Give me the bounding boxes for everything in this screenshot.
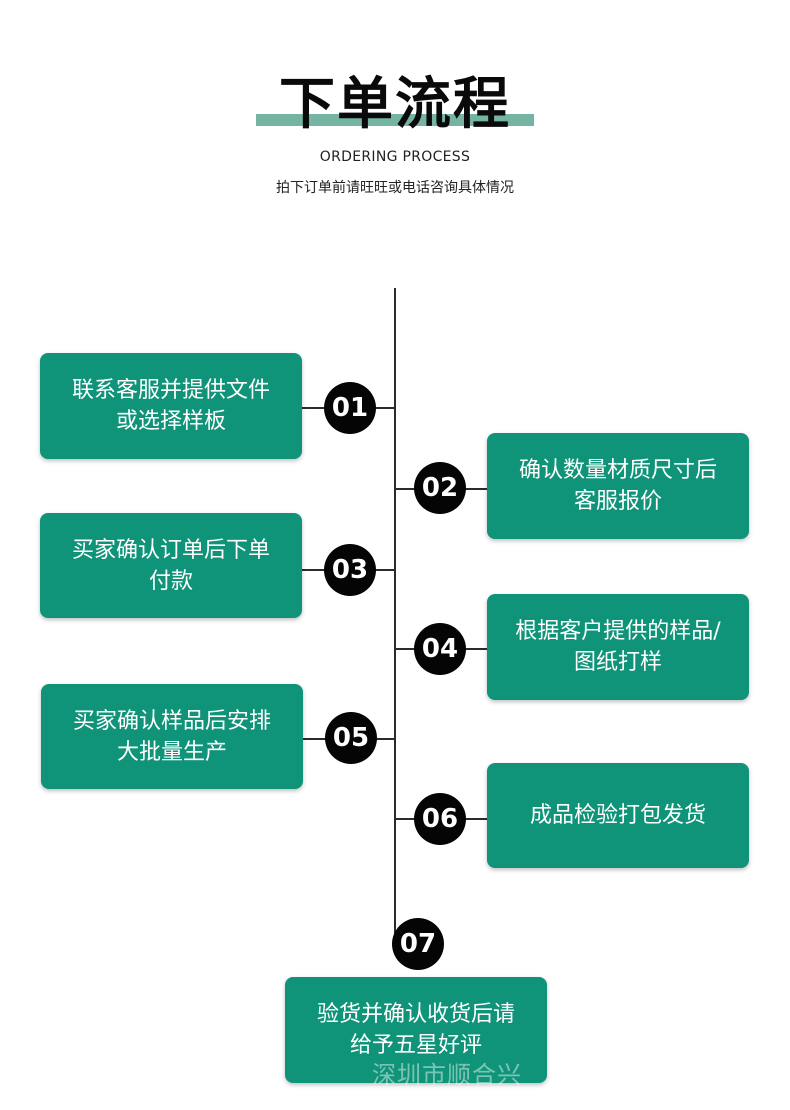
step-06-text: 成品检验打包发货 — [529, 803, 706, 828]
step-02-text: 确认数量材质尺寸后客服报价 — [518, 458, 717, 514]
page-subtitle-chinese: 拍下订单前请旺旺或电话咨询具体情况 — [276, 180, 514, 196]
step-07-card: 验货并确认收货后请给予五星好评 — [285, 977, 547, 1083]
step-06-card: 成品检验打包发货 — [487, 763, 749, 868]
step-06-number-badge: 06 — [414, 793, 466, 845]
timeline-vertical-line — [394, 288, 396, 938]
page-subtitle-english: ORDERING PROCESS — [319, 149, 471, 165]
page-title: 下单流程 — [279, 72, 511, 137]
step-05-text: 买家确认样品后安排大批量生产 — [72, 708, 271, 765]
step-04-number-badge: 04 — [414, 623, 466, 675]
step-03-number-badge: 03 — [324, 544, 376, 596]
step-01-number-badge: 01 — [324, 382, 376, 434]
step-05-card: 买家确认样品后安排大批量生产 — [41, 684, 303, 789]
step-07-text: 验货并确认收货后请给予五星好评 — [316, 1002, 515, 1058]
step-01-card: 联系客服并提供文件或选择样板 — [40, 353, 302, 459]
step-01-text: 联系客服并提供文件或选择样板 — [71, 378, 270, 434]
step-03-card: 买家确认订单后下单付款 — [40, 513, 302, 618]
step-03-text: 买家确认订单后下单付款 — [71, 537, 270, 594]
watermark-text: 深圳市顺合兴 — [372, 1061, 522, 1089]
step-07-number-badge: 07 — [392, 918, 444, 970]
step-04-text: 根据客户提供的样品/图纸打样 — [515, 619, 721, 675]
title-underline-bar — [256, 114, 534, 126]
step-05-number-badge: 05 — [325, 712, 377, 764]
step-02-number-badge: 02 — [414, 462, 466, 514]
step-02-card: 确认数量材质尺寸后客服报价 — [487, 433, 749, 539]
step-04-card: 根据客户提供的样品/图纸打样 — [487, 594, 749, 700]
